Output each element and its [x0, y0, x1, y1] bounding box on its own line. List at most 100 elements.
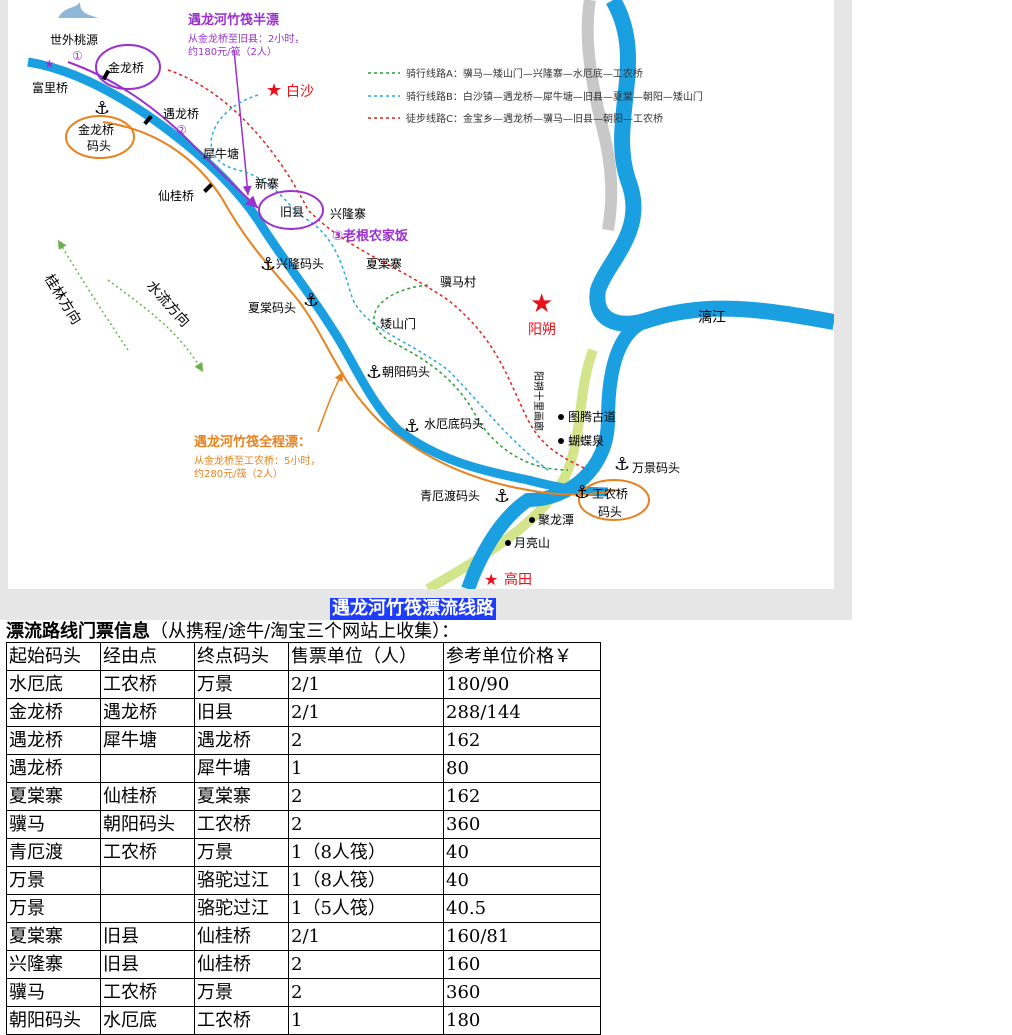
shiwai-logo-icon [58, 2, 98, 18]
table-cell: 2 [288, 978, 444, 1007]
anchor-icon: ⚓ [94, 98, 110, 119]
table-cell: 旧县 [194, 698, 289, 727]
table-cell: 旧县 [100, 922, 195, 951]
label-gongnong-2: 码头 [598, 505, 622, 519]
table-cell: 骥马 [6, 810, 101, 839]
label-yueliangshan: 月亮山 [514, 535, 550, 550]
table-cell: 遇龙桥 [194, 726, 289, 755]
full-drift-arrow [317, 371, 344, 433]
table-cell: 朝阳码头 [6, 1006, 101, 1035]
half-drift-route [67, 61, 259, 209]
table-cell: 骥马 [6, 978, 101, 1007]
label-shiwai: 世外桃源 [50, 32, 98, 47]
table-cell: 夏棠寨 [194, 782, 289, 811]
table-cell: 万景 [194, 670, 289, 699]
star-icon: ★ [266, 80, 282, 101]
column-header: 起始码头 [6, 642, 101, 671]
anchor-icon: ⚓ [494, 486, 510, 507]
legend-text-a: 骑行线路A：骥马—矮山门—兴隆寨—水厄底—工农桥 [406, 67, 643, 80]
half-drift-line2: 约180元/筏（2人） [188, 45, 277, 58]
table-cell: 360 [443, 978, 601, 1007]
yulong-river [27, 57, 609, 497]
table-cell: 万景 [194, 838, 289, 867]
ticket-heading: 漂流路线门票信息（从携程/途牛/淘宝三个网站上收集）： [6, 621, 459, 643]
ticket-heading-bold: 漂流路线门票信息 [6, 621, 150, 642]
label-fuli: 富里桥 [32, 80, 68, 95]
legend-text-b: 骑行线路B：白沙镇—遇龙桥—犀牛塘—旧县—夏棠—朝阳—矮山门 [406, 90, 703, 103]
table-cell: 2/1 [288, 698, 444, 727]
table-cell: 160 [443, 950, 601, 979]
table-cell: 骆驼过江 [194, 866, 289, 895]
anchor-icon: ⚓ [614, 454, 630, 475]
table-cell: 水厄底 [6, 670, 101, 699]
marker-3: ③老根农家饭 [332, 228, 408, 244]
table-cell: 1 [288, 754, 444, 783]
label-guilin-direction: 桂林方向 [41, 272, 84, 328]
label-shuiedi-pier: 水厄底码头 [424, 416, 484, 431]
label-xinglong-pier: 兴隆码头 [276, 256, 324, 271]
table-cell: 162 [443, 782, 601, 811]
label-gaotian: 高田 [504, 571, 532, 588]
route-map: ★ ★ ★ ★ ⚓ ⚓ ⚓ ⚓ ⚓ ⚓ ⚓ ⚓ [8, 0, 834, 589]
full-drift-route [102, 121, 619, 496]
table-cell: 1 [288, 1006, 444, 1035]
ticket-heading-note: （从携程/途牛/淘宝三个网站上收集）： [150, 621, 460, 642]
table-cell: 2/1 [288, 670, 444, 699]
table-cell: 160/81 [443, 922, 601, 951]
label-xiatangzhai: 夏棠寨 [366, 256, 402, 271]
label-wanjing-pier: 万景码头 [632, 461, 680, 475]
table-cell [100, 866, 195, 895]
label-yangshuo: 阳朔 [528, 322, 556, 338]
label-road: 阳朔十里画廊 [532, 371, 545, 431]
table-cell: 1（5人筏） [288, 894, 444, 923]
table-cell: 水厄底 [100, 1006, 195, 1035]
route-b [210, 94, 549, 471]
table-cell: 288/144 [443, 698, 601, 727]
half-drift-title: 遇龙河竹筏半漂 [188, 12, 279, 28]
table-cell: 1（8人筏） [288, 838, 444, 867]
label-diehuiquan: 蝴蝶泉 [568, 433, 604, 448]
jiuxian-circle [258, 190, 324, 230]
label-qingedu-pier: 青厄渡码头 [420, 488, 480, 503]
table-cell: 162 [443, 726, 601, 755]
table-cell: 犀牛塘 [194, 754, 289, 783]
route-a [373, 284, 569, 471]
anchor-icon: ⚓ [366, 362, 382, 383]
anchor-icon: ⚓ [303, 290, 319, 311]
table-cell: 仙桂桥 [100, 782, 195, 811]
label-chaoyang-pier: 朝阳码头 [382, 365, 430, 379]
table-cell: 旧县 [100, 950, 195, 979]
table-cell: 遇龙桥 [6, 726, 101, 755]
label-xinzhai: 新寨 [255, 176, 279, 191]
table-cell: 1（8人筏） [288, 866, 444, 895]
full-drift-title: 遇龙河竹筏全程漂： [194, 434, 311, 450]
table-cell: 遇龙桥 [100, 698, 195, 727]
marker-2: ② [176, 123, 187, 137]
label-jinlong-pier-2: 码头 [87, 139, 111, 153]
table-cell: 万景 [6, 866, 101, 895]
lijiang-lower [461, 313, 651, 589]
table-cell: 40 [443, 866, 601, 895]
table-cell: 万景 [6, 894, 101, 923]
anchor-icon: ⚓ [260, 254, 276, 275]
guilin-direction-arrow [57, 239, 129, 351]
table-cell: 工农桥 [100, 838, 195, 867]
table-cell: 180/90 [443, 670, 601, 699]
column-header: 参考单位价格￥ [443, 642, 601, 671]
jinlong-pier-circle [65, 115, 135, 159]
legend-text-c: 徒步线路C：金宝乡—遇龙桥—骥马—旧县—朝阳—工农桥 [406, 112, 663, 125]
table-cell: 2 [288, 782, 444, 811]
label-yulong: 遇龙桥 [163, 107, 199, 121]
table-cell: 2/1 [288, 922, 444, 951]
table-cell [100, 754, 195, 783]
label-gongnong-1: 工农桥 [592, 487, 628, 501]
map-caption: 遇龙河竹筏漂流线路 [330, 598, 496, 620]
star-icon: ★ [44, 57, 55, 71]
